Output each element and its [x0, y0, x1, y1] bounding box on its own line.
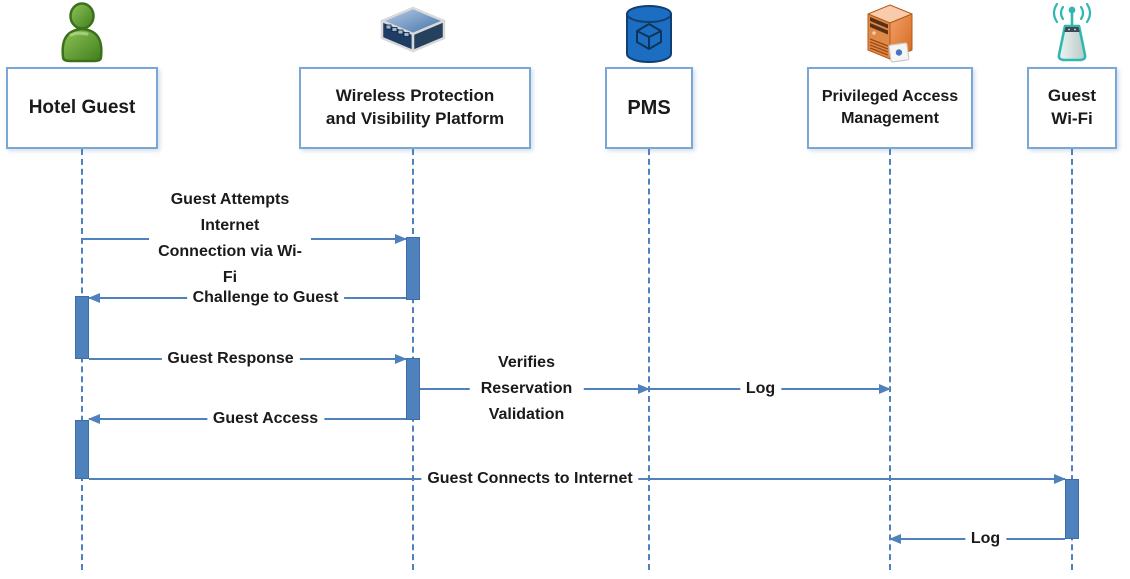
- actor-label: Guest Wi-Fi: [1047, 86, 1097, 128]
- arrowhead-left-icon: [88, 414, 100, 424]
- message-log-wifi-to-pam: Log: [889, 526, 1065, 552]
- arrowhead-right-icon: [638, 384, 650, 394]
- actor-box-wireless-platform: Wireless Protection and Visibility Platf…: [299, 67, 531, 149]
- message-label: Verifies Reservation Validation: [469, 350, 584, 428]
- actor-label: Hotel Guest: [28, 97, 136, 119]
- lifeline-hotel-guest: [81, 149, 83, 570]
- activation-bar-wireless-platform-1: [406, 237, 420, 300]
- message-label: Guest Response: [161, 346, 300, 372]
- activation-bar-hotel-guest-2: [75, 420, 89, 479]
- message-label: Guest Access: [206, 406, 325, 432]
- message-label: Guest Connects to Internet: [421, 466, 639, 492]
- actor-box-hotel-guest: Hotel Guest: [6, 67, 158, 149]
- arrowhead-left-icon: [88, 293, 100, 303]
- actor-label: Wireless Protection and Visibility Platf…: [325, 86, 505, 128]
- message-log-pms-to-pam: Log: [649, 376, 891, 402]
- arrowhead-right-icon: [395, 354, 407, 364]
- lifeline-guest-wifi: [1071, 149, 1073, 570]
- activation-bar-guest-wifi: [1065, 479, 1079, 539]
- actor-box-guest-wifi: Guest Wi-Fi: [1027, 67, 1117, 149]
- person-icon: [61, 2, 103, 63]
- database-icon: [626, 5, 672, 63]
- actor-label: Privileged Access Management: [821, 88, 959, 127]
- network-appliance-icon: [380, 6, 446, 53]
- actor-box-privileged-access-management: Privileged Access Management: [807, 67, 973, 149]
- arrowhead-right-icon: [1054, 474, 1066, 484]
- arrowhead-right-icon: [395, 234, 407, 244]
- message-guest-attempts-internet: Guest Attempts Internet Connection via W…: [82, 187, 407, 291]
- arrowhead-right-icon: [879, 384, 891, 394]
- message-guest-connects-to-internet: Guest Connects to Internet: [89, 466, 1066, 492]
- message-challenge-to-guest: Challenge to Guest: [88, 285, 406, 311]
- message-label: Log: [739, 376, 782, 402]
- message-label: Challenge to Guest: [186, 285, 345, 311]
- actor-box-pms: PMS: [605, 67, 693, 149]
- lifeline-privileged-access-management: [889, 149, 891, 570]
- message-label: Log: [964, 526, 1007, 552]
- activation-bar-hotel-guest-1: [75, 296, 89, 359]
- wifi-access-point-icon: [1052, 2, 1092, 62]
- message-label: Guest Attempts Internet Connection via W…: [149, 187, 311, 291]
- actor-label: PMS: [627, 96, 671, 119]
- server-tower-icon: [867, 4, 913, 63]
- message-guest-response: Guest Response: [89, 346, 407, 372]
- message-guest-access: Guest Access: [88, 406, 406, 432]
- message-verifies-reservation-validation: Verifies Reservation Validation: [420, 350, 650, 428]
- lifeline-pms: [648, 149, 650, 570]
- arrowhead-left-icon: [889, 534, 901, 544]
- activation-bar-wireless-platform-2: [406, 358, 420, 420]
